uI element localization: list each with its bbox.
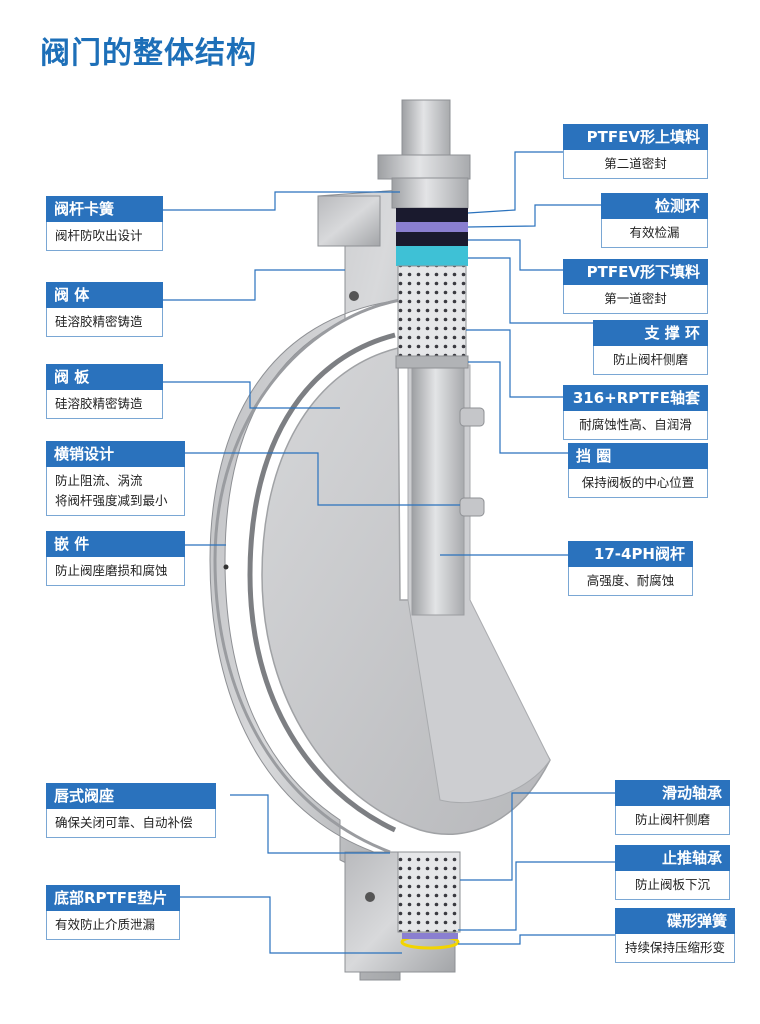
stem-collar — [377, 154, 471, 180]
callout-stem-desc: 高强度、耐腐蚀 — [568, 567, 693, 596]
support-ring — [396, 246, 468, 266]
leader-ptfev-upper — [467, 151, 563, 214]
callout-ptfev-upper: PTFEV形上填料 第二道密封 — [563, 124, 708, 179]
callout-detect-ring-desc: 有效检漏 — [601, 219, 708, 248]
callout-stem-clip: 阀杆卡簧 阀杆防吹出设计 — [46, 196, 163, 251]
callout-thrust-bearing-desc: 防止阀板下沉 — [615, 871, 730, 900]
detect-ring — [396, 222, 468, 232]
callout-cross-pin: 横销设计 防止阻流、涡流 将阀杆强度减到最小 — [46, 441, 185, 516]
leader-disc — [163, 381, 340, 409]
bushing-upper — [397, 265, 467, 357]
leader-ptfev-lower — [468, 239, 563, 271]
callout-bushing-desc: 耐腐蚀性高、自润滑 — [563, 411, 708, 440]
callout-bottom-gasket-title: 底部RPTFE垫片 — [46, 885, 180, 911]
callout-retainer-title: 挡 圈 — [568, 443, 708, 469]
callout-disc-spring: 碟形弹簧 持续保持压缩形变 — [615, 908, 735, 963]
bushing-lower — [397, 851, 461, 933]
callout-stem-title: 17-4PH阀杆 — [568, 541, 693, 567]
valve-body-shell — [209, 189, 401, 981]
callout-thrust-bearing: 止推轴承 防止阀板下沉 — [615, 845, 730, 900]
callout-bottom-gasket-desc: 有效防止介质泄漏 — [46, 911, 180, 940]
callout-cross-pin-title: 横销设计 — [46, 441, 185, 467]
leader-bottom-gasket — [180, 896, 402, 954]
leader-body — [163, 269, 345, 301]
callout-detect-ring-title: 检测环 — [601, 193, 708, 219]
callout-support-ring: 支 撑 环 防止阀杆侧磨 — [593, 320, 708, 375]
callout-thrust-bearing-title: 止推轴承 — [615, 845, 730, 871]
leader-detect-ring — [467, 204, 601, 228]
stem-top — [401, 99, 451, 159]
callout-stem-clip-title: 阀杆卡簧 — [46, 196, 163, 222]
callout-cross-pin-desc: 防止阻流、涡流 将阀杆强度减到最小 — [46, 467, 185, 516]
callout-lip-seat-desc: 确保关闭可靠、自动补偿 — [46, 809, 216, 838]
bottom-gasket — [402, 933, 458, 939]
callout-cross-pin-line-2: 将阀杆强度减到最小 — [55, 493, 168, 508]
callout-insert-desc: 防止阀座磨损和腐蚀 — [46, 557, 185, 586]
callout-support-ring-title: 支 撑 环 — [593, 320, 708, 346]
stem-upper — [391, 177, 469, 209]
callout-support-ring-desc: 防止阀杆侧磨 — [593, 346, 708, 375]
valve-body-outer — [213, 298, 401, 854]
leader-sliding-bearing — [460, 792, 615, 881]
callout-ptfev-lower: PTFEV形下填料 第一道密封 — [563, 259, 708, 314]
leader-retainer — [468, 361, 568, 454]
callout-lip-seat-title: 唇式阀座 — [46, 783, 216, 809]
leader-support-ring — [468, 257, 593, 324]
page-title: 阀门的整体结构 — [40, 36, 257, 71]
callout-stem-clip-desc: 阀杆防吹出设计 — [46, 222, 163, 251]
callout-detect-ring: 检测环 有效检漏 — [601, 193, 708, 248]
callout-sliding-bearing-title: 滑动轴承 — [615, 780, 730, 806]
callout-stem: 17-4PH阀杆 高强度、耐腐蚀 — [568, 541, 693, 596]
callout-body-title: 阀 体 — [46, 282, 163, 308]
callout-body: 阀 体 硅溶胶精密铸造 — [46, 282, 163, 337]
callout-body-desc: 硅溶胶精密铸造 — [46, 308, 163, 337]
seat-ring — [247, 332, 397, 833]
callout-bushing: 316+RPTFE轴套 耐腐蚀性高、自润滑 — [563, 385, 708, 440]
leader-bushing — [466, 329, 563, 398]
callout-disc: 阀 板 硅溶胶精密铸造 — [46, 364, 163, 419]
ptfev-lower-packing — [396, 232, 468, 246]
bottom-port — [365, 892, 375, 902]
callout-retainer-desc: 保持阀板的中心位置 — [568, 469, 708, 498]
callout-ptfev-lower-title: PTFEV形下填料 — [563, 259, 708, 285]
callout-bushing-title: 316+RPTFE轴套 — [563, 385, 708, 411]
cross-pin-lower — [459, 497, 485, 517]
callout-ptfev-lower-desc: 第一道密封 — [563, 285, 708, 314]
stem-shaft — [411, 364, 465, 616]
leader-disc-spring — [458, 934, 615, 945]
callout-bottom-gasket: 底部RPTFE垫片 有效防止介质泄漏 — [46, 885, 180, 940]
callout-disc-desc: 硅溶胶精密铸造 — [46, 390, 163, 419]
callout-sliding-bearing: 滑动轴承 防止阀杆侧磨 — [615, 780, 730, 835]
cross-pin-upper — [459, 407, 485, 427]
callout-ptfev-upper-title: PTFEV形上填料 — [563, 124, 708, 150]
callout-retainer: 挡 圈 保持阀板的中心位置 — [568, 443, 708, 498]
leader-thrust-bearing — [458, 861, 615, 931]
callout-cross-pin-line-1: 防止阻流、涡流 — [55, 473, 143, 488]
body-port — [349, 291, 359, 301]
ptfev-upper-packing — [396, 208, 468, 222]
callout-insert: 嵌 件 防止阀座磨损和腐蚀 — [46, 531, 185, 586]
leader-lip-seat — [230, 794, 390, 854]
callout-insert-title: 嵌 件 — [46, 531, 185, 557]
callout-disc-spring-desc: 持续保持压缩形变 — [615, 934, 735, 963]
callout-sliding-bearing-desc: 防止阀杆侧磨 — [615, 806, 730, 835]
callout-lip-seat: 唇式阀座 确保关闭可靠、自动补偿 — [46, 783, 216, 838]
leader-cross-pin — [185, 452, 460, 506]
callout-disc-spring-title: 碟形弹簧 — [615, 908, 735, 934]
leader-stem-clip — [163, 191, 400, 211]
insert-hole — [223, 564, 229, 570]
neck-block — [317, 195, 381, 247]
retainer-ring — [395, 355, 469, 369]
callout-disc-title: 阀 板 — [46, 364, 163, 390]
callout-ptfev-upper-desc: 第二道密封 — [563, 150, 708, 179]
